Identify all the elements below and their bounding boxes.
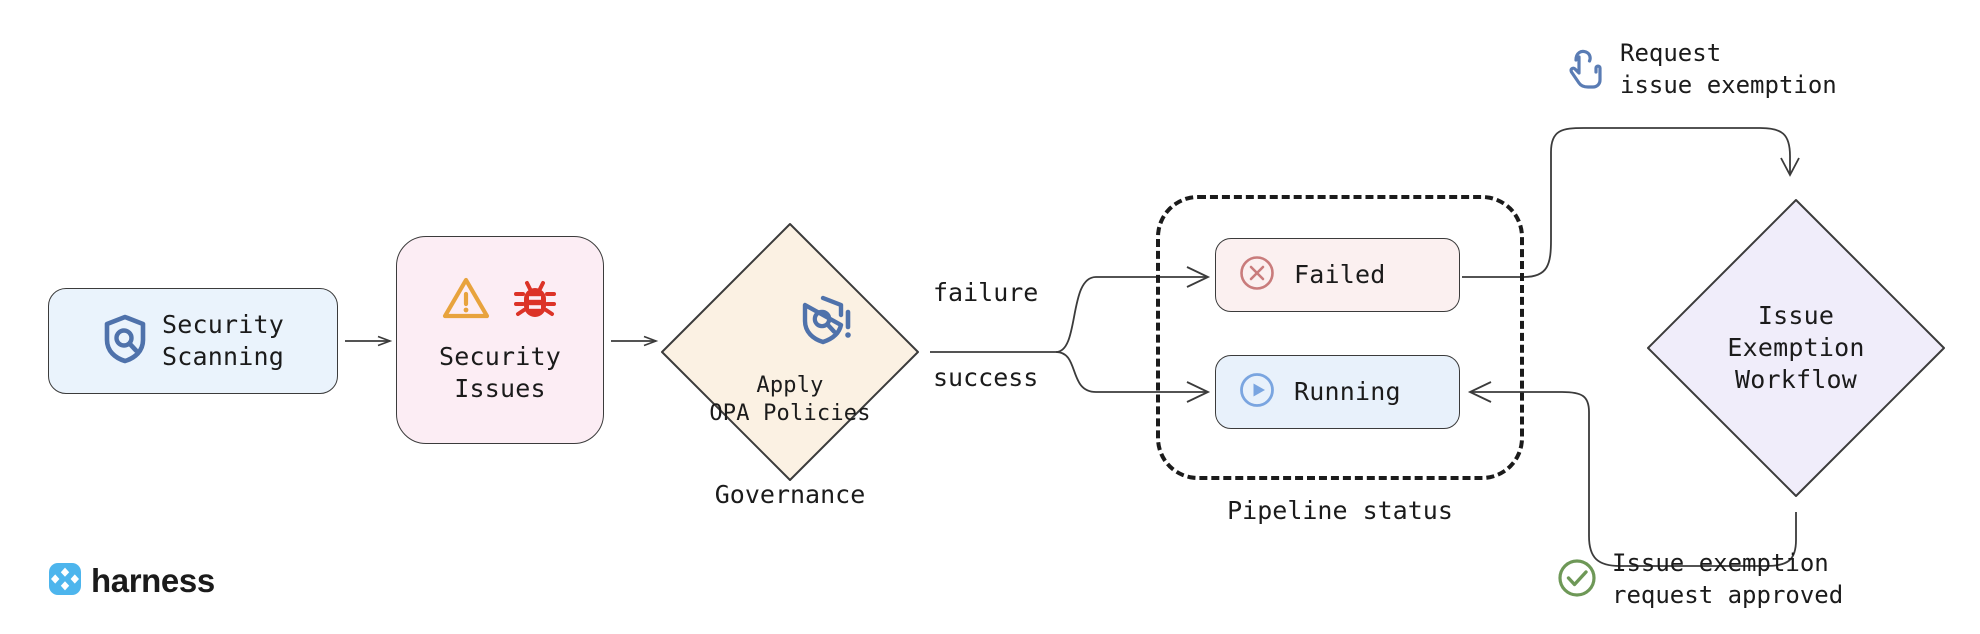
node-apply-opa-policies[interactable]: Apply OPA Policies <box>650 212 930 492</box>
group-pipeline-status <box>1156 195 1524 480</box>
pipeline-status-caption: Pipeline status <box>1227 496 1453 525</box>
node-status-running[interactable]: Running <box>1215 355 1460 429</box>
node-issue-exemption-workflow-label: Issue Exemption Workflow <box>1727 301 1865 394</box>
harness-logo-icon <box>48 562 82 600</box>
exemption-diamond-shape <box>1647 199 1945 497</box>
circle-x-icon <box>1238 254 1276 296</box>
shield-search-icon <box>102 314 148 368</box>
circle-play-icon <box>1238 371 1276 413</box>
node-status-failed[interactable]: Failed <box>1215 238 1460 312</box>
warning-triangle-icon <box>442 276 490 324</box>
annotation-approved-line1: Issue exemption <box>1612 549 1829 577</box>
node-issue-exemption-workflow[interactable]: Issue Exemption Workflow <box>1636 188 1956 508</box>
edge-label-success: success <box>933 363 1039 392</box>
bug-icon <box>512 275 558 325</box>
governance-caption: Governance <box>714 480 866 509</box>
governance-diamond-content: Apply OPA Policies <box>709 276 870 428</box>
governance-diamond-shape <box>661 223 919 481</box>
node-security-issues-label: Security Issues <box>438 342 561 403</box>
edge-label-failure: failure <box>933 278 1039 307</box>
annotation-request-approved: Issue exemption request approved <box>1556 548 1843 611</box>
harness-wordmark: harness <box>91 562 215 599</box>
annotation-request-exemption-text: Request issue exemption <box>1620 38 1837 101</box>
annotation-request-line1: Request <box>1620 39 1722 67</box>
shield-search-alert-icon <box>724 276 855 368</box>
annotation-request-exemption: Request issue exemption <box>1566 38 1837 101</box>
security-issues-icon-row <box>442 275 558 325</box>
node-status-running-label: Running <box>1294 377 1401 406</box>
node-apply-opa-policies-label: Apply OPA Policies <box>709 372 871 426</box>
node-status-failed-label: Failed <box>1294 260 1386 289</box>
check-circle-icon <box>1556 557 1598 603</box>
exemption-diamond-content: Issue Exemption Workflow <box>1727 300 1864 396</box>
node-security-scanning[interactable]: Security Scanning <box>48 288 338 394</box>
node-security-scanning-label: Security Scanning <box>161 310 284 371</box>
hand-pointer-icon <box>1566 46 1606 94</box>
annotation-request-line2: issue exemption <box>1620 70 1837 99</box>
harness-brand: harness <box>48 562 215 600</box>
node-security-issues[interactable]: Security Issues <box>396 236 604 444</box>
annotation-approved-text: Issue exemption request approved <box>1612 548 1843 611</box>
annotation-approved-line2: request approved <box>1612 580 1844 609</box>
